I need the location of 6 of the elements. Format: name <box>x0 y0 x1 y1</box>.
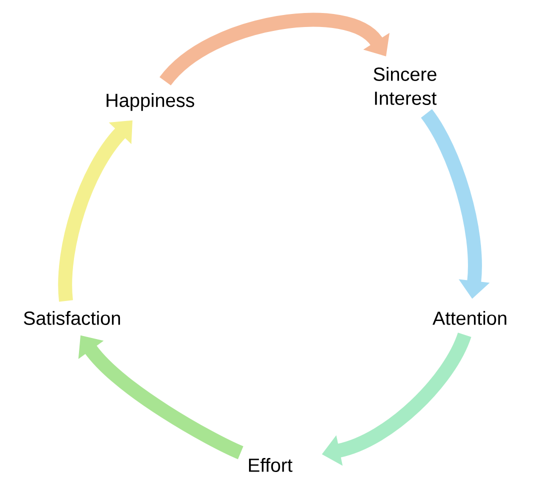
node-label: Satisfaction <box>24 311 120 325</box>
node-label: Attention <box>432 311 506 325</box>
node-label: Sincere Interest <box>374 67 437 105</box>
node-label: Effort <box>249 458 292 472</box>
curved-arrow <box>160 12 390 86</box>
node-label: Happiness <box>106 93 194 111</box>
